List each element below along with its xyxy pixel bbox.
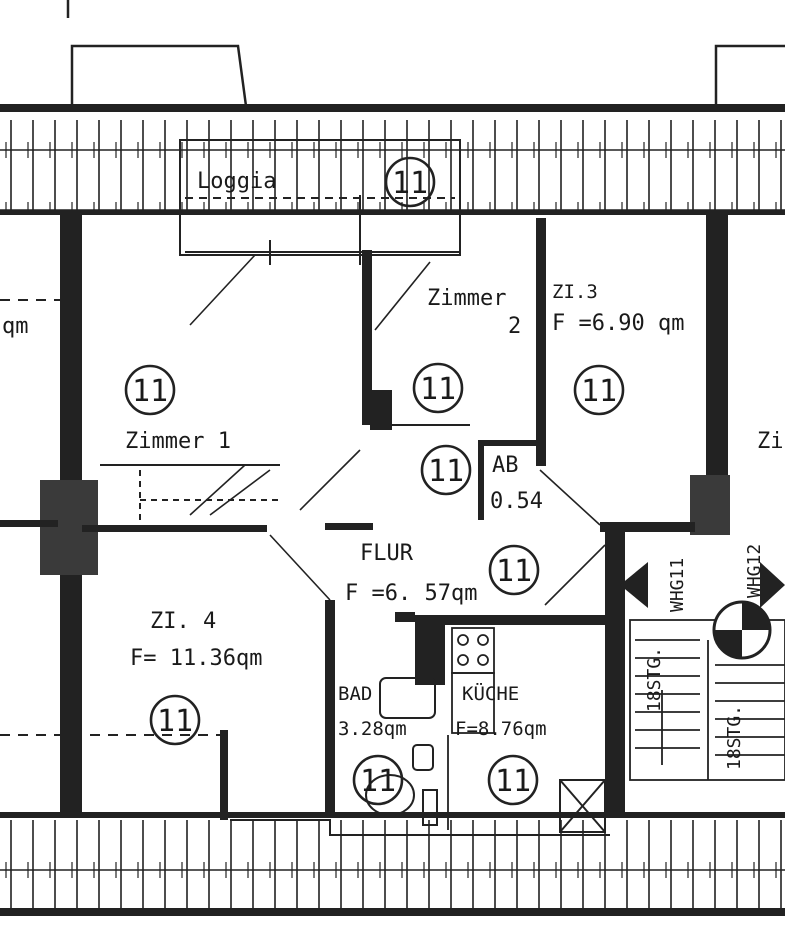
north-marker-icon [712,600,772,660]
exterior-wall-bottom [0,812,785,916]
shaft [559,779,606,833]
flur-label: FLUR [360,541,414,566]
loggia-outline [179,139,461,265]
right-edge-room: Zi [757,429,784,454]
zimmer1-label: Zimmer 1 [125,429,231,454]
kueche-area: F=8.76qm [455,718,547,740]
flur-number: 11 [496,554,532,589]
ab-area: 0.54 [490,489,543,514]
bad-number: 11 [360,764,396,799]
whg-right-label: WHG12 [744,544,765,598]
room-badges [124,156,625,806]
loggia-number: 11 [392,166,428,201]
zi3-number: 11 [581,374,617,409]
roof-dormers [66,0,785,107]
door-swings [189,254,606,606]
arrow-left-icon [620,562,648,608]
zi4-area: F= 11.36qm [130,646,262,671]
ab-label: AB [492,453,519,478]
zimmer1-number: 11 [132,374,168,409]
zi4-number: 11 [157,704,193,739]
arrow-right-icon [760,562,785,608]
kitchen-stove [447,627,495,830]
zimmer2-number: 11 [420,372,456,407]
bad-label: BAD [338,683,372,705]
bath-fixtures [365,677,438,826]
whg-left-label: WHG11 [667,558,688,612]
zimmer2-suffix: 2 [508,314,521,339]
stairs-left-steps: 18STG. [644,647,665,712]
kueche-label: KÜCHE [462,682,519,705]
zi4-label: ZI. 4 [150,609,216,634]
partitions [0,299,610,836]
ab-number: 11 [428,454,464,489]
left-edge-area: qm [2,314,29,339]
zimmer2-label: Zimmer [427,286,506,311]
stairs-right-steps: 18STG. [724,705,745,770]
zi3-area: F =6.90 qm [552,311,684,336]
bad-area: 3.28qm [338,718,407,740]
loggia-label: Loggia [197,169,276,194]
staircase [629,619,785,781]
zi3-label: ZI.3 [552,281,598,303]
flur-area: F =6. 57qm [345,581,477,606]
kueche-number: 11 [495,764,531,799]
walls [0,215,730,820]
